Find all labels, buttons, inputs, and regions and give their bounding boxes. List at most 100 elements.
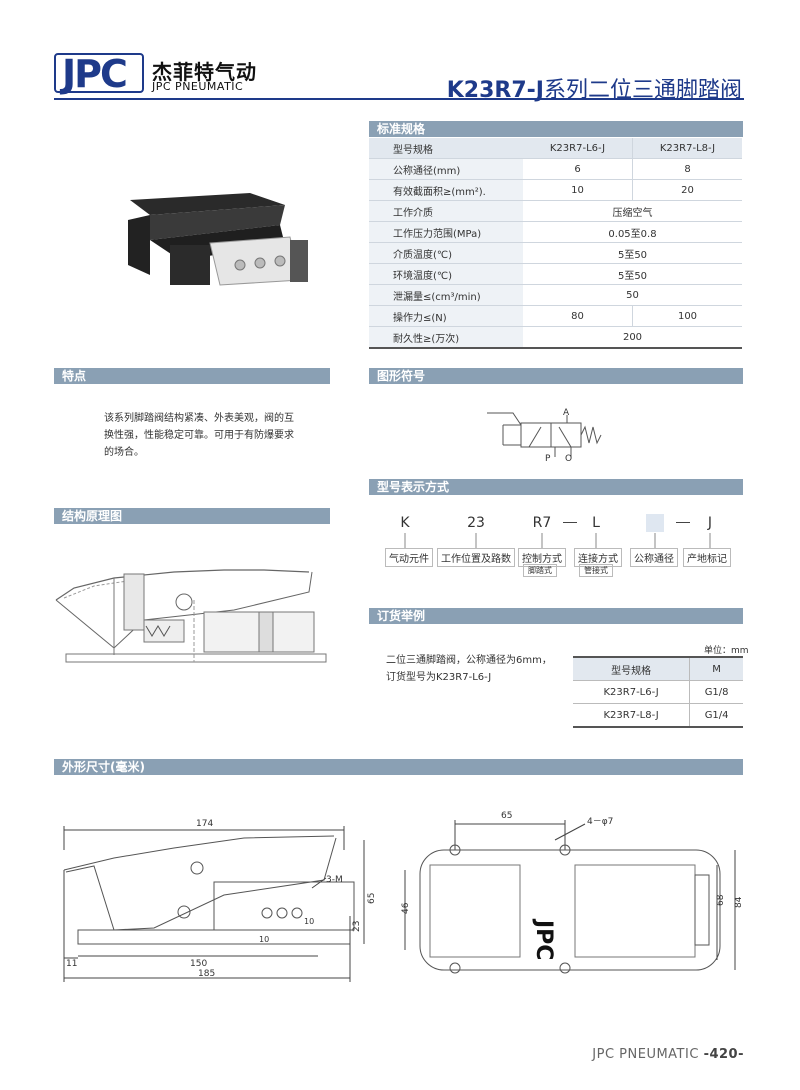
dim-185: 185 (198, 969, 215, 979)
row-label: 泄漏量≤(cm³/min) (369, 284, 523, 306)
row-label: 有效截面积≥(mm²). (369, 179, 523, 201)
row-label: 公称通径(mm) (369, 158, 523, 180)
order-header-model: 型号规格 (573, 656, 690, 681)
row-value: 80 (523, 305, 633, 327)
section-bar-structure: 结构原理图 (54, 508, 330, 524)
table-row: 环境温度(℃) 5至50 (369, 263, 742, 285)
table-row: 工作压力范围(MPa) 0.05至0.8 (369, 221, 742, 243)
table-row: 泄漏量≤(cm³/min) 50 (369, 284, 742, 306)
section-bar-symbol: 图形符号 (369, 368, 743, 384)
spec-table: 型号规格 K23R7-L6-J K23R7-L8-J 公称通径(mm) 6 8 … (369, 138, 742, 349)
footer-brand: JPC PNEUMATIC (592, 1047, 699, 1062)
dim-23: 23 (352, 921, 362, 932)
spec-header-col1: K23R7-L6-J (523, 138, 633, 159)
row-value: 20 (632, 179, 742, 201)
structure-diagram (55, 569, 327, 663)
row-value: 8 (632, 158, 742, 180)
code-caption: 产地标记 (683, 548, 731, 567)
code-caption: 公称通径 (630, 548, 678, 567)
dim-65-top: 65 (501, 811, 512, 821)
code-caption: 气动元件 (385, 548, 433, 567)
dim-4-phi7: 4－φ7 (587, 817, 613, 827)
row-value: 100 (632, 305, 742, 327)
row-value: 压缩空气 (523, 200, 742, 222)
table-row: K23R7-L8-J G1/4 (573, 703, 743, 728)
code-caption: 控制方式 (518, 548, 566, 567)
table-row: 操作力≤(N) 80 100 (369, 305, 742, 327)
section-bar-features: 特点 (54, 368, 330, 384)
dim-150: 150 (190, 959, 207, 969)
row-value: 5至50 (523, 263, 742, 285)
side-view-drawing: 174 3-M 10 10 65 23 11 150 185 (63, 819, 377, 982)
dim-65: 65 (367, 893, 377, 904)
code-part-l: L (592, 515, 600, 531)
code-dash (676, 522, 690, 523)
row-value: 200 (523, 326, 742, 349)
row-value: G1/8 (689, 680, 743, 704)
row-label: 操作力≤(N) (369, 305, 523, 327)
dim-3m: 3-M (326, 875, 343, 885)
code-part-r7: R7 (532, 515, 552, 531)
dim-174: 174 (196, 819, 213, 829)
jpc-logo: JPC (62, 52, 128, 96)
footer: JPC PNEUMATIC -420- (592, 1047, 744, 1062)
dim-46: 46 (401, 902, 411, 914)
code-caption: 工作位置及路数 (437, 548, 515, 567)
order-header-m: M (689, 656, 743, 681)
top-view-logo: JPC (531, 918, 556, 960)
top-view-drawing: 65 4－φ7 JPC 46 68 84 (401, 811, 744, 974)
row-value: K23R7-L6-J (573, 680, 690, 704)
order-example-text: 二位三通脚踏阀，公称通径为6mm，订货型号为K23R7-L6-J (386, 655, 552, 683)
code-part-k: K (400, 515, 410, 531)
symbol-label-a: A (563, 408, 570, 418)
symbol-label-o: O (565, 454, 572, 464)
section-bar-model-code: 型号表示方式 (369, 479, 743, 495)
unit-note: 单位：mm (704, 646, 749, 656)
features-text: 该系列脚踏阀结构紧凑、外表美观，阀的互换性强，性能稳定可靠。可用于有防爆要求的场… (104, 413, 294, 458)
code-caption: 连接方式 (574, 548, 622, 567)
dim-84: 84 (734, 896, 744, 908)
row-value: 0.05至0.8 (523, 221, 742, 243)
code-dash (563, 522, 577, 523)
dim-68: 68 (716, 894, 726, 906)
header-rule (54, 98, 744, 100)
code-part-bore-box (646, 514, 664, 532)
row-label: 工作压力范围(MPa) (369, 221, 523, 243)
code-part-23: 23 (467, 515, 485, 531)
row-label: 耐久性≥(万次) (369, 326, 523, 349)
valve-symbol: A P O (487, 408, 602, 464)
row-value: 50 (523, 284, 742, 306)
logo-frame (54, 53, 144, 93)
row-value: K23R7-L8-J (573, 703, 690, 728)
row-label: 介质温度(℃) (369, 242, 523, 264)
dim-11: 11 (66, 959, 77, 969)
dim-10-a: 10 (259, 935, 269, 944)
symbol-label-p: P (545, 454, 551, 464)
code-sub-caption: 管接式 (579, 564, 613, 577)
row-value: 6 (523, 158, 633, 180)
brand-name-cn: 杰菲特气动 (152, 60, 257, 84)
product-photo (128, 193, 308, 286)
page-number: -420- (703, 1047, 744, 1062)
row-label: 环境温度(℃) (369, 263, 523, 285)
code-part-j: J (707, 515, 713, 531)
brand-name-en: JPC PNEUMATIC (152, 80, 244, 93)
table-row: 耐久性≥(万次) 200 (369, 326, 742, 349)
table-row: 公称通径(mm) 6 8 (369, 158, 742, 180)
section-bar-dimensions: 外形尺寸(毫米) (54, 759, 743, 775)
order-table: 型号规格 M K23R7-L6-J G1/8 K23R7-L8-J G1/4 (573, 656, 743, 728)
table-row: 工作介质 压缩空气 (369, 200, 742, 222)
code-sub-caption: 脚踏式 (523, 564, 557, 577)
dim-10-b: 10 (304, 917, 314, 926)
spec-header-col2: K23R7-L8-J (632, 138, 742, 159)
section-bar-order: 订货举例 (369, 608, 743, 624)
table-row: K23R7-L6-J G1/8 (573, 680, 743, 704)
row-label: 工作介质 (369, 200, 523, 222)
spec-header-row: 型号规格 K23R7-L6-J K23R7-L8-J (369, 138, 742, 159)
row-value: 5至50 (523, 242, 742, 264)
row-value: G1/4 (689, 703, 743, 728)
row-value: 10 (523, 179, 633, 201)
table-row: 有效截面积≥(mm²). 10 20 (369, 179, 742, 201)
table-row: 介质温度(℃) 5至50 (369, 242, 742, 264)
section-bar-spec: 标准规格 (369, 121, 743, 137)
